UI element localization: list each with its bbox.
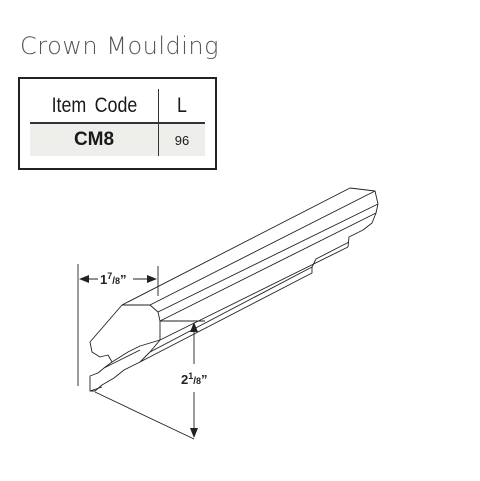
header-length: L xyxy=(177,93,187,117)
height-extension-bottom xyxy=(94,391,195,440)
header-item-code: Item Code xyxy=(30,89,159,122)
arrow-down-icon xyxy=(190,428,198,438)
cell-length: 96 xyxy=(174,132,190,148)
width-dimension-label: 17/8” xyxy=(100,271,127,287)
height-dimension-label: 21/8” xyxy=(181,371,208,387)
header-item-code-label: Item Code xyxy=(51,93,137,117)
page-title: Crown Moulding xyxy=(20,32,220,60)
dimension-lines xyxy=(77,264,205,440)
arrow-right-icon xyxy=(147,275,157,283)
arrow-up-icon xyxy=(190,322,198,332)
item-spec-table: Item Code L CM8 96 xyxy=(18,77,217,170)
table-header-row: Item Code L xyxy=(30,89,205,122)
moulding-outline xyxy=(89,187,379,392)
table-row: CM8 96 xyxy=(30,122,205,156)
dimension-arrowheads xyxy=(79,275,198,438)
cell-item-code: CM8 xyxy=(30,124,159,156)
arrow-left-icon xyxy=(79,275,89,283)
